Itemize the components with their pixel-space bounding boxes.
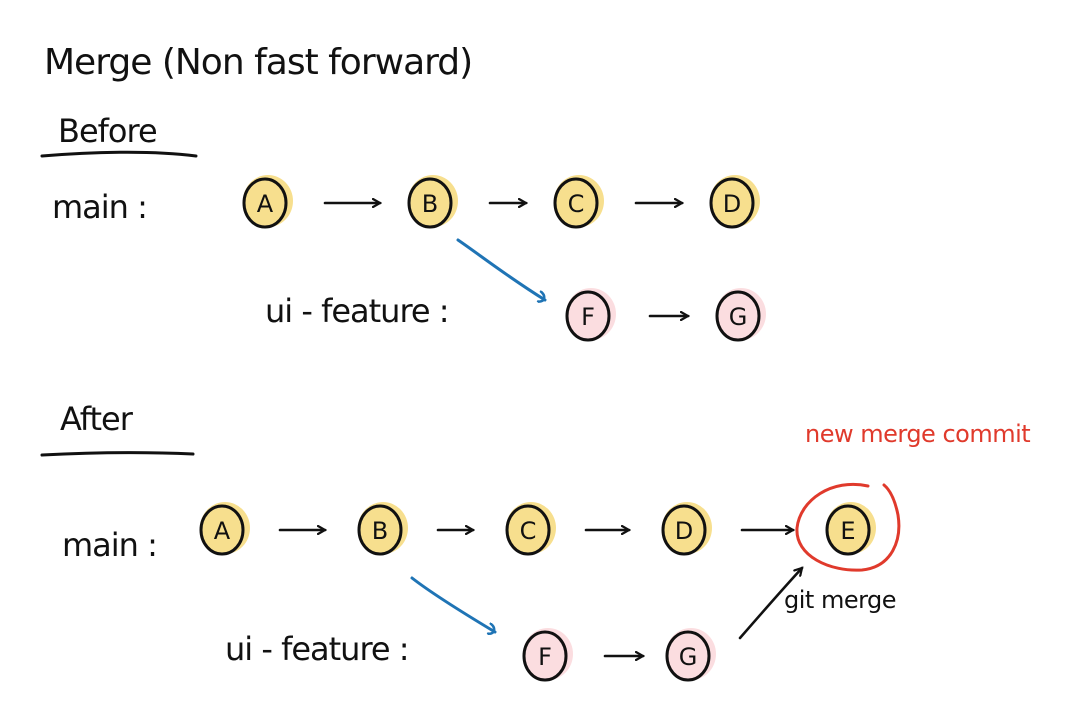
before-commit-d-label: D (723, 190, 741, 218)
before-commit-a (242, 177, 288, 229)
before-main-branch-label: main : (52, 188, 148, 226)
after-commit-g-label: G (679, 643, 698, 671)
before-commit-b (407, 177, 453, 229)
after-commit-g (665, 630, 711, 682)
merge-commit-highlight-ring (795, 482, 901, 572)
before-commit-g (715, 290, 761, 342)
before-commit-f (565, 290, 611, 342)
after-commit-c (505, 504, 551, 556)
after-commit-d-label: D (675, 517, 693, 545)
after-commit-e (825, 504, 871, 556)
after-heading-underline (40, 451, 195, 457)
before-commit-c-label: C (568, 190, 585, 218)
before-branch-arrow (456, 238, 547, 300)
merge-commit-annotation: new merge commit (805, 420, 1031, 448)
before-commit-b-label: B (422, 190, 438, 218)
after-commit-f-label: F (538, 643, 552, 671)
before-heading-underline (40, 150, 198, 158)
diagram-title: Merge (Non fast forward) (44, 42, 473, 83)
git-merge-annotation: git merge (784, 586, 897, 614)
before-commit-c (553, 177, 599, 229)
after-feature-branch-label: ui - feature : (225, 630, 410, 668)
after-commit-d (661, 504, 707, 556)
after-branch-arrow (410, 576, 497, 632)
before-commit-d (709, 177, 755, 229)
before-commit-a-label: A (257, 190, 274, 218)
after-commit-c-label: C (520, 517, 537, 545)
after-commit-e-label: E (840, 517, 855, 545)
section-heading-after: After (60, 400, 133, 438)
before-commit-g-label: G (729, 303, 748, 331)
section-heading-before: Before (58, 112, 158, 150)
after-commit-a (199, 504, 245, 556)
after-main-branch-label: main : (62, 526, 158, 564)
after-commit-a-label: A (214, 517, 231, 545)
before-feature-branch-label: ui - feature : (265, 292, 450, 330)
after-commit-b (357, 504, 403, 556)
after-commit-b-label: B (372, 517, 388, 545)
after-commit-f (522, 630, 568, 682)
git-merge-arrow (738, 568, 802, 640)
before-commit-f-label: F (581, 303, 595, 331)
